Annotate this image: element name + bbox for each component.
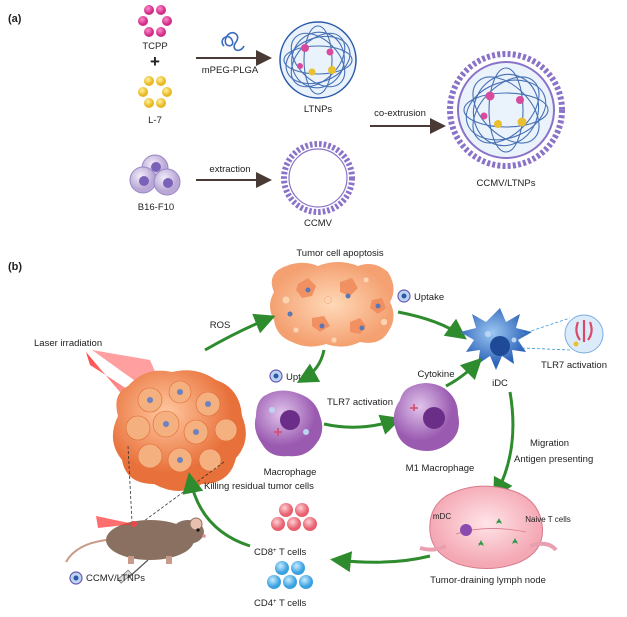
tlr7-activation-right-label: TLR7 activation	[541, 360, 607, 371]
polymer-chain-icon	[221, 31, 245, 52]
m1-macrophage-icon	[393, 383, 459, 451]
idc-dendritic-cell-icon	[460, 308, 532, 370]
ros-label: ROS	[210, 320, 231, 331]
cd4-t-cells-icon	[267, 561, 313, 589]
killing-label: Killing residual tumor cells	[204, 481, 314, 492]
mdc-label: mDC	[433, 512, 451, 521]
ltnps-nanoparticle-icon	[279, 21, 357, 99]
tlr7-activation-mid-label: TLR7 activation	[327, 397, 393, 408]
apoptotic-tumor-cells-icon	[270, 262, 394, 347]
syringe-icon	[117, 559, 149, 584]
idc-label: iDC	[492, 378, 508, 389]
tcpp-label: TCPP	[142, 41, 167, 52]
naive-t-cells-label: Naive T cells	[525, 515, 571, 524]
arrow-migration	[493, 391, 515, 500]
uptake-particle-left-icon	[269, 369, 283, 383]
legend-label: CCMV/LTNPs	[86, 573, 145, 584]
tlr7-inset-dash-1	[521, 317, 571, 335]
mouse-icon	[65, 517, 206, 564]
antigen-presenting-label: Antigen presenting	[514, 454, 593, 465]
arrow-apoptosis-to-macrophage	[296, 349, 326, 383]
cd8-t-cells-icon	[271, 503, 317, 531]
ccmv-label: CCMV	[304, 218, 333, 229]
plus-sign: +	[150, 52, 160, 71]
b16-f10-cells-icon	[129, 154, 181, 196]
tlr7-inset-dash-2	[521, 347, 571, 351]
ccmv-ltnps-nanoparticle-icon	[447, 51, 565, 169]
cd8-label: CD8+ T cells	[254, 547, 307, 558]
arrow-uptake-to-idc	[397, 310, 467, 340]
ccmv-vesicle-icon	[281, 141, 355, 215]
l7-molecule-icon	[138, 76, 172, 108]
extraction-label: extraction	[209, 164, 250, 175]
m1-macrophage-label: M1 Macrophage	[406, 463, 475, 474]
lymph-node-label: Tumor-draining lymph node	[430, 575, 546, 586]
lymph-node-icon	[419, 485, 558, 570]
b16-f10-label: B16-F10	[138, 202, 174, 213]
tcpp-molecule-icon	[138, 5, 172, 37]
arrow-lymph-to-tcells	[330, 551, 431, 573]
macrophage-icon	[254, 390, 323, 457]
laser-label: Laser irradiation	[34, 338, 102, 349]
migration-label: Migration	[530, 438, 569, 449]
arrow-killing	[182, 472, 251, 548]
macrophage-label: Macrophage	[264, 467, 317, 478]
mouse-tumor-dashed-left	[127, 445, 133, 523]
panel-a-label: (a)	[8, 13, 22, 25]
panel-b-label: (b)	[8, 261, 22, 273]
arrow-cytokine-to-idc	[445, 357, 483, 388]
ccmv-ltnps-label: CCMV/LTNPs	[477, 178, 536, 189]
arrow-ros	[204, 313, 276, 352]
legend-ccmv-ltnps-icon	[69, 571, 83, 585]
tumor-mass-icon	[112, 370, 246, 491]
ltnps-label: LTNPs	[304, 104, 333, 115]
coextrusion-label: co-extrusion	[374, 108, 426, 119]
arrow-tlr7-to-m1	[323, 414, 402, 435]
apoptosis-label: Tumor cell apoptosis	[296, 248, 384, 259]
uptake-particle-top-icon	[397, 289, 411, 303]
mouse-tumor-dashed-right	[139, 461, 225, 525]
mouse-laser-icon	[96, 516, 134, 528]
polymer-label: mPEG-PLGA	[202, 65, 259, 76]
cd4-label: CD4+ T cells	[254, 598, 307, 609]
cytokine-label: Cytokine	[418, 369, 455, 380]
tlr7-receptor-inset-icon	[564, 314, 604, 354]
uptake-top-label: Uptake	[414, 292, 444, 303]
l7-label: L-7	[148, 115, 162, 126]
